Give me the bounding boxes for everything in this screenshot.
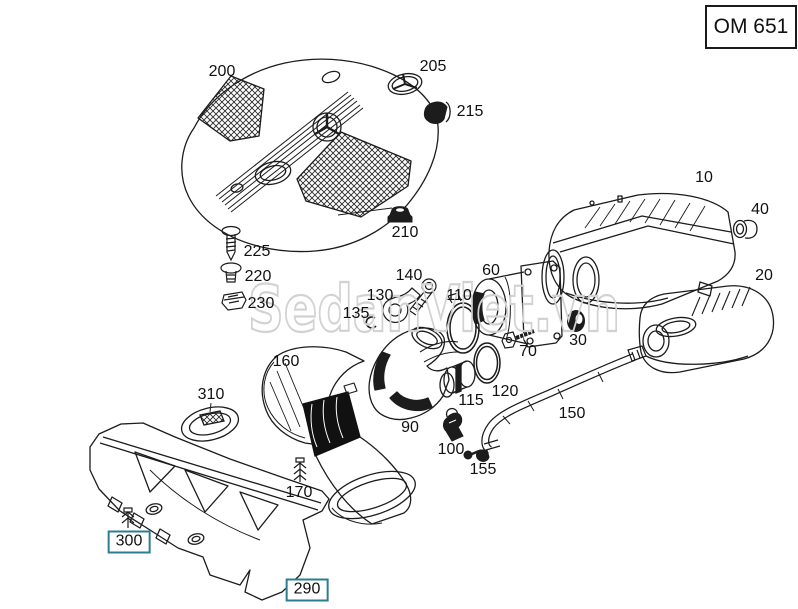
elbow-hose-90 — [368, 326, 459, 421]
watermark-text: SedanViet.vn — [248, 273, 620, 347]
part-label-60: 60 — [482, 262, 500, 279]
clamp-110 — [446, 292, 480, 354]
duct-nozzle — [315, 436, 416, 525]
part-label-160: 160 — [272, 353, 300, 370]
part-label-200: 200 — [208, 63, 236, 80]
clip-230 — [221, 291, 247, 311]
part-label-135: 135 — [342, 305, 370, 322]
engine-cover — [181, 58, 439, 253]
part-label-100: 100 — [437, 441, 465, 458]
bolt-70 — [501, 329, 535, 349]
clamp-120 — [473, 342, 501, 384]
part-label-120: 120 — [491, 383, 519, 400]
sleeve-115 — [443, 360, 476, 394]
clip-170 — [293, 457, 307, 482]
star-emblem — [387, 72, 423, 96]
part-label-215: 215 — [456, 103, 484, 120]
screw-225 — [221, 225, 241, 262]
part-label-40: 40 — [751, 201, 769, 218]
intake-connector-60 — [471, 260, 563, 348]
part-label-115: 115 — [458, 392, 484, 409]
part-label-140: 140 — [395, 267, 423, 284]
part-label-20: 20 — [755, 267, 773, 284]
part-label-300[interactable]: 300 — [107, 530, 151, 554]
engine-code: OM 651 — [713, 15, 789, 38]
part-label-220: 220 — [244, 268, 272, 285]
engine-code-box: OM 651 — [705, 5, 797, 49]
part-label-30: 30 — [569, 332, 587, 349]
part-label-70: 70 — [519, 343, 537, 360]
plug — [423, 101, 451, 124]
grommet-30 — [567, 310, 585, 332]
bolt-140 — [408, 278, 437, 316]
sensor-130 — [382, 287, 421, 323]
part-label-230: 230 — [247, 295, 275, 312]
clip-300 — [121, 507, 135, 528]
part-label-205: 205 — [419, 58, 447, 75]
part-label-290[interactable]: 290 — [285, 578, 329, 602]
part-label-150: 150 — [558, 405, 586, 422]
part-label-210: 210 — [391, 224, 419, 241]
nut — [387, 206, 413, 223]
o-ring-135 — [365, 316, 377, 329]
part-label-90: 90 — [401, 419, 419, 436]
hose-150 — [476, 345, 647, 462]
grommet-40 — [732, 219, 758, 239]
bezel-310 — [180, 402, 240, 442]
part-label-10: 10 — [695, 169, 713, 186]
fastener-220 — [220, 262, 242, 283]
part-label-110: 110 — [446, 287, 472, 304]
air-filter-element — [638, 285, 775, 374]
part-label-310: 310 — [197, 386, 225, 403]
fitting-100 — [443, 407, 464, 442]
air-filter-housing — [541, 192, 736, 310]
part-label-130: 130 — [366, 287, 394, 304]
part-label-225: 225 — [243, 243, 271, 260]
part-label-155: 155 — [469, 461, 497, 478]
part-label-170: 170 — [285, 484, 313, 501]
